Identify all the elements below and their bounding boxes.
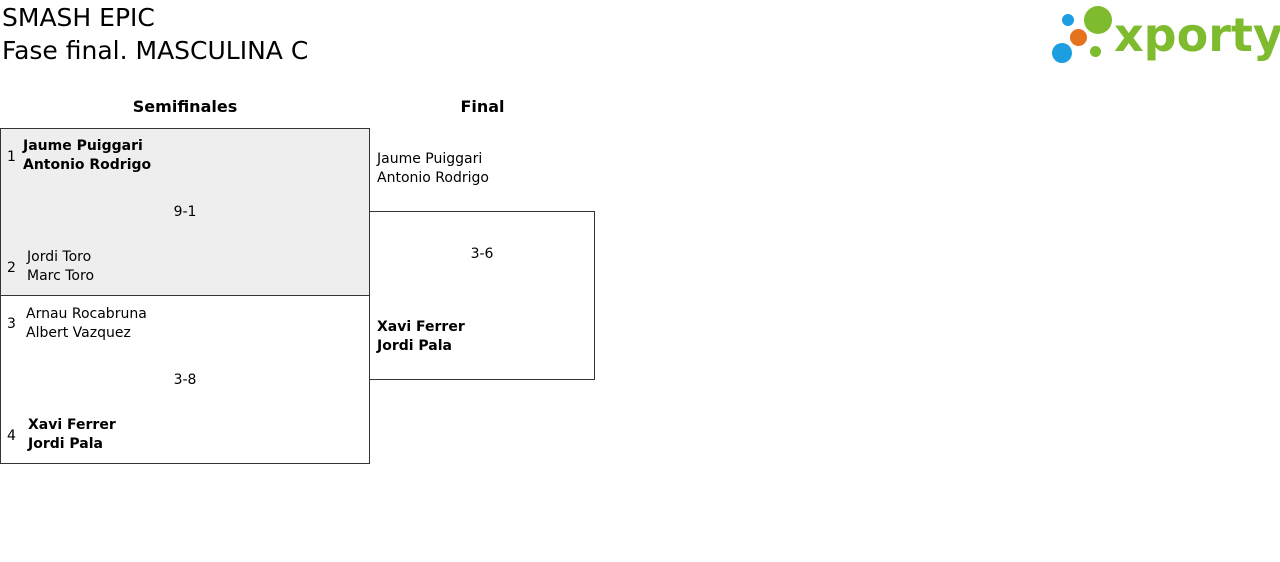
team-final-top[interactable]: Jaume Puiggari Antonio Rodrigo	[377, 150, 489, 188]
logo-dot-green	[1084, 6, 1112, 34]
player-name: Albert Vazquez	[26, 325, 131, 341]
round-header-final: Final	[460, 97, 505, 116]
team-semifinal-2-bottom[interactable]: Xavi Ferrer Jordi Pala	[28, 416, 116, 454]
logo-wordmark: xporty	[1114, 8, 1280, 62]
seed-number: 1	[7, 149, 16, 165]
player-name: Xavi Ferrer	[28, 417, 116, 433]
team-semifinal-1-top[interactable]: Jaume Puiggari Antonio Rodrigo	[23, 137, 151, 175]
player-name: Antonio Rodrigo	[23, 157, 152, 173]
logo-dot-green-small	[1090, 46, 1101, 57]
player-name: Xavi Ferrer	[377, 319, 465, 335]
tournament-name: SMASH EPIC	[2, 3, 155, 32]
seed-number: 2	[7, 260, 16, 276]
semifinal-match-1[interactable]	[0, 128, 370, 296]
player-name: Antonio Rodrigo	[377, 170, 489, 186]
phase-title: Fase final. MASCULINA C	[2, 36, 309, 65]
player-name: Jordi Toro	[27, 249, 92, 265]
round-header-semifinals: Semifinales	[132, 97, 238, 116]
xporty-logo[interactable]: xporty	[1048, 2, 1280, 68]
match-score: 3-6	[470, 246, 494, 262]
player-name: Jaume Puiggari	[377, 151, 483, 167]
player-name: Arnau Rocabruna	[26, 306, 147, 322]
logo-dot-blue-large	[1052, 43, 1072, 63]
team-semifinal-1-bottom[interactable]: Jordi Toro Marc Toro	[27, 248, 94, 286]
player-name: Jaume Puiggari	[23, 138, 143, 154]
semifinal-match-2[interactable]	[0, 295, 370, 464]
player-name: Jordi Pala	[28, 436, 104, 452]
final-match[interactable]	[369, 211, 595, 380]
match-score: 3-8	[173, 372, 197, 388]
seed-number: 4	[7, 428, 16, 444]
team-final-bottom[interactable]: Xavi Ferrer Jordi Pala	[377, 318, 465, 356]
team-semifinal-2-top[interactable]: Arnau Rocabruna Albert Vazquez	[26, 305, 147, 343]
match-score: 9-1	[173, 204, 197, 220]
seed-number: 3	[7, 316, 16, 332]
logo-dot-orange	[1070, 29, 1087, 46]
logo-dot-blue-small	[1062, 14, 1074, 26]
player-name: Jordi Pala	[377, 338, 453, 354]
player-name: Marc Toro	[27, 268, 95, 284]
